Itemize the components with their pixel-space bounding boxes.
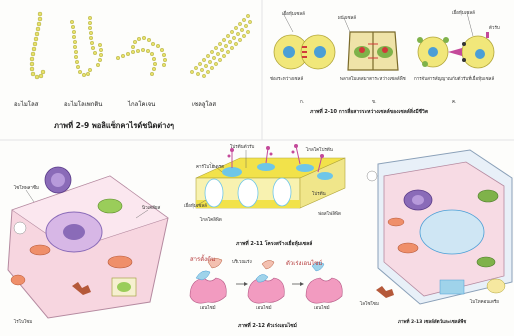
glycogen-chain (116, 36, 167, 76)
caption-polysaccharides: ภาพที่ 2-9 พอลิแซ็กคาไรด์ชนิดต่างๆ (54, 120, 174, 132)
label-plasmodesmata: พลาสโมเดสมาตาระหว่างเซลล์พืช (340, 75, 406, 82)
label-amylose: อะไมโลส (14, 99, 38, 109)
label-amylopectin: อะไมโลเพกติน (64, 99, 102, 109)
label-glycoprotein: ไกลโคโปรตีน (306, 146, 333, 153)
label-phospholipid: ฟอสโฟลิพิด (318, 210, 341, 217)
label-carbohydrate: คาร์โบไฮเดรต (196, 163, 224, 170)
label-glycolipid: ไกลโคลิพิด (200, 216, 222, 223)
label-cell-membrane-1: เยื่อหุ้มเซลล์ (282, 10, 305, 17)
label-enzyme-2: เอนไซม์ (256, 304, 272, 311)
label-receptor-protein: โปรตีนตัวรับ (230, 143, 254, 150)
label-active-site: บริเวณเร่ง (232, 258, 252, 265)
label-glycogen: ไกลโคเจน (128, 99, 155, 109)
label-enzyme-3: เอนไซม์ (314, 304, 330, 311)
amylose-chain (30, 12, 45, 79)
caption-cells: ภาพที่ 2-13 เซลล์สัตว์และเซลล์พืช (398, 318, 466, 325)
label-protein: โปรตีน (312, 190, 326, 197)
sub-letter-a: ก. (300, 98, 304, 105)
caption-membrane: ภาพที่ 2-11 โครงสร้างเยื่อหุ้มเซลล์ (236, 240, 312, 248)
label-cytoplasm: ไซโทพลาซึม (14, 184, 39, 191)
cellulose-chains (190, 14, 251, 77)
label-ribosome: ไรโบโซม (14, 318, 32, 325)
label-gap-junction: ช่องระหว่างเซลล์ (270, 75, 303, 82)
sub-letter-b: ข. (372, 98, 377, 105)
label-cell-membrane: เยื่อหุ้มเซลล์ (184, 202, 207, 209)
plant-cell-right (367, 150, 512, 304)
amylopectin-chain (70, 16, 103, 77)
label-cell-membrane-2: เยื่อหุ้มเซลล์ (452, 9, 475, 16)
label-cellulose: เซลลูโลส (192, 99, 216, 109)
sub-letter-c: ค. (452, 98, 456, 105)
cell-communication-diagrams (274, 13, 494, 70)
polysaccharide-chains (30, 12, 252, 79)
label-lysosome: ไลโซโซม (360, 300, 379, 307)
label-mitochondria: ไมโทคอนเดรีย (470, 298, 499, 305)
label-nucleus: นิวเคลียส (142, 204, 160, 211)
label-enzyme-complex: ตัวเร่งเอนไซม์ (286, 258, 322, 268)
gap-junction-cells (274, 35, 335, 69)
label-enzyme-1: เอนไซม์ (200, 304, 216, 311)
label-substrate: สารตั้งต้น (190, 254, 215, 264)
caption-enzyme: ภาพที่ 2-12 ตัวเร่งเอนไซม์ (238, 322, 297, 330)
label-receptor: ตัวรับ (489, 24, 500, 31)
cell-membrane-model (196, 144, 345, 208)
caption-cell-communication: ภาพที่ 2-10 การสื่อสารระหว่างเซลล์ของเซล… (310, 108, 428, 116)
plant-cells-plasmodesmata (348, 32, 398, 70)
label-plant-cell-wall: ผนังเซลล์ (338, 14, 356, 21)
label-signal-binding: การจับสารสัญญาณกับตัวรับที่เยื่อหุ้มเซลล… (414, 75, 494, 82)
receptor-signaling-cells (417, 32, 494, 68)
